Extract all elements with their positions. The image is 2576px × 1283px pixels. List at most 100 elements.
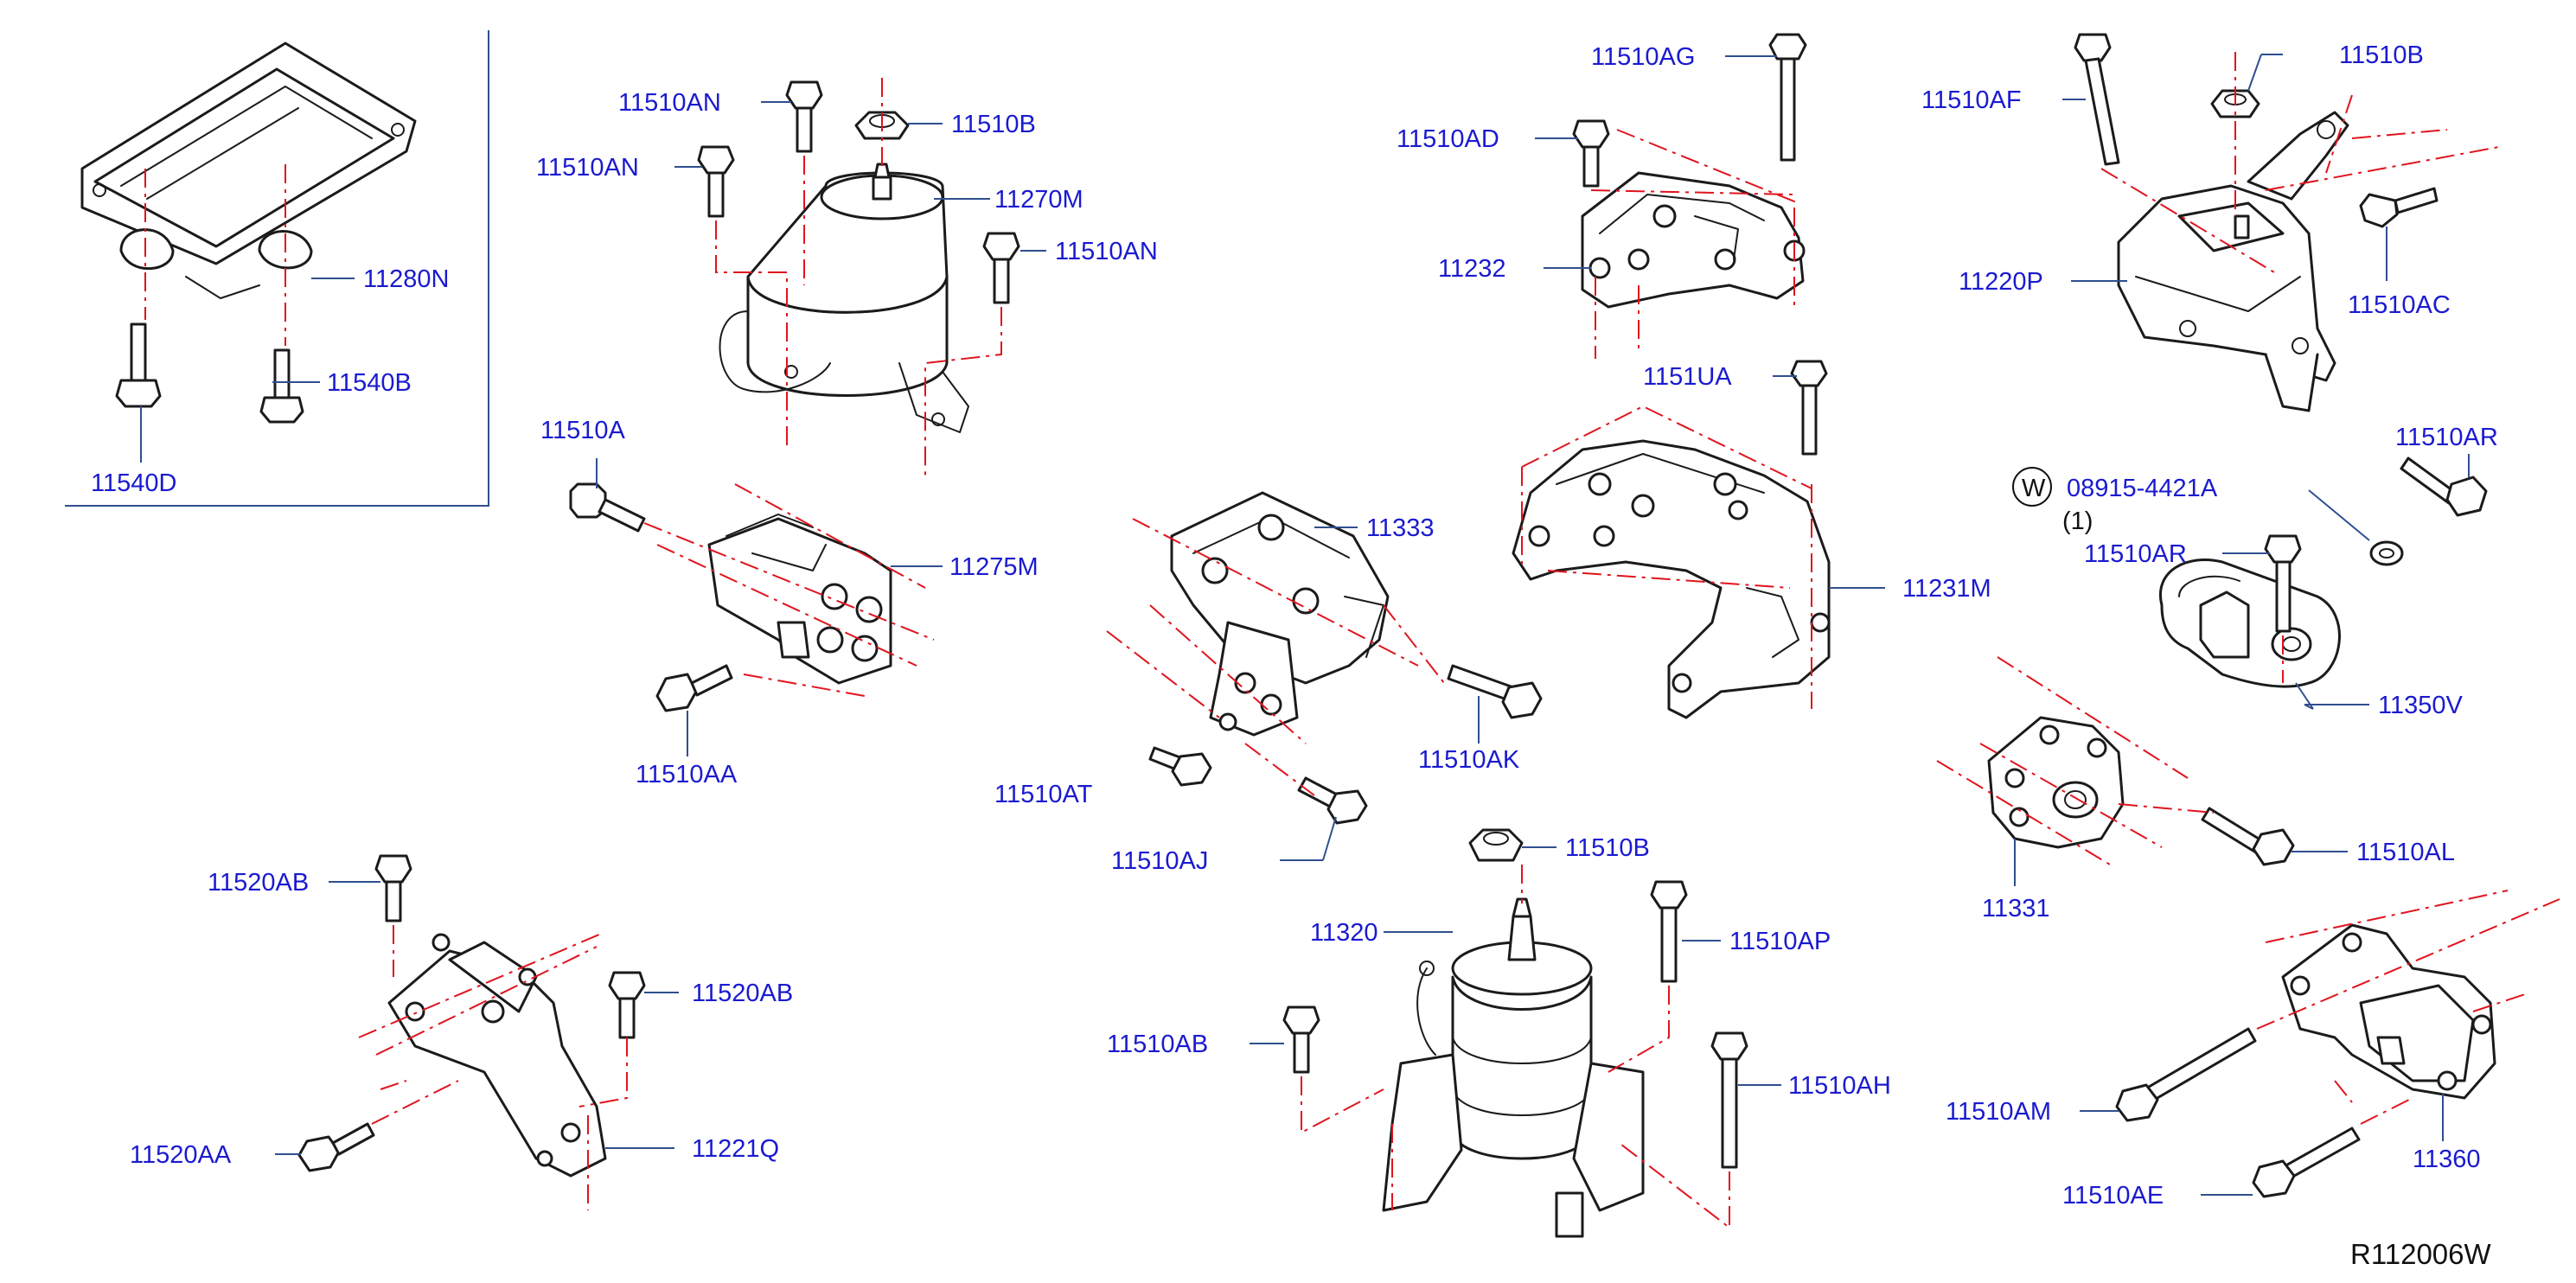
part-label-11510AC: 11510AC [2348, 291, 2451, 319]
part-label-11510A: 11510A [540, 417, 625, 444]
bracket-11232-illustration [1581, 171, 1806, 309]
bolt-11510AG-illustration [1768, 33, 1807, 162]
centerline [643, 522, 935, 641]
centerline [1608, 986, 1670, 1073]
bracket-11231M-illustration [1512, 439, 1831, 719]
centerline [380, 1080, 407, 1090]
bolt-11510A-illustration [569, 482, 646, 533]
centerline [1244, 743, 1315, 796]
part-label-11510AN: 11510AN [618, 89, 721, 117]
part-label-11520AB: 11520AB [208, 869, 309, 897]
part-label-11280N: 11280N [363, 265, 449, 293]
centerline [1301, 1076, 1384, 1134]
inset-frame [65, 30, 489, 507]
part-label-11540D: 11540D [91, 469, 176, 497]
part-label-11520AA: 11520AA [130, 1141, 232, 1169]
centerline [1149, 604, 1307, 744]
insulator-11320-illustration [1382, 897, 1645, 1238]
insulator-11360-illustration [2281, 923, 2496, 1100]
bolt-11510AE-illustration [2252, 1127, 2361, 1198]
centerline [371, 1080, 459, 1125]
bolt-11510AP-illustration [1650, 880, 1688, 983]
bolt-11510AN-illustration [982, 232, 1020, 304]
part-label-11510AN: 11510AN [536, 154, 639, 182]
bolt-11510AC-illustration [2359, 187, 2439, 228]
part-label-11510AR: 11510AR [2084, 540, 2187, 568]
centerline [924, 307, 1002, 476]
bolt-11510AJ-illustration [1297, 776, 1368, 825]
insulator-11280N-illustration [80, 41, 417, 299]
part-label-11510AL: 11510AL [2356, 839, 2455, 866]
bolt-11540D-illustration [115, 322, 162, 408]
part-label-11510AP: 11510AP [1729, 928, 1831, 955]
part-label-11510B: 11510B [1565, 834, 1650, 862]
bolt-11510AL-illustration [2201, 807, 2295, 866]
centerline [2472, 993, 2526, 1012]
insulator-11220P-illustration [2117, 111, 2349, 412]
bolt-11510AB-illustration [1282, 1005, 1320, 1074]
leader-lines [140, 54, 2470, 1196]
bolt-11510AF-illustration [2074, 33, 2120, 166]
part-label-11270M: 11270M [994, 186, 1083, 214]
part-label-11510AH: 11510AH [1788, 1072, 1891, 1100]
bolt-11520AB-illustration [374, 854, 412, 922]
part-label-11221Q: 11221Q [692, 1135, 779, 1163]
bolt-11510AH-illustration [1710, 1031, 1748, 1169]
nut-11510B-illustration [1468, 828, 1524, 862]
part-label-08915-4421A: 08915-4421A [2067, 475, 2218, 502]
bolt-11520AA-illustration [297, 1122, 375, 1172]
part-label-11510B: 11510B [951, 111, 1036, 138]
centerline [2334, 1080, 2353, 1103]
bracket-11333-illustration [1170, 491, 1390, 737]
centerline [1979, 743, 2163, 848]
centerline [1997, 656, 2189, 779]
bolt-11510AA-illustration [655, 664, 733, 712]
centerline [2351, 129, 2448, 139]
part-label-11510AD: 11510AD [1397, 125, 1499, 153]
centerline [743, 673, 866, 697]
bolt-11510AD-illustration [1572, 119, 1610, 188]
insulator-11350V-illustration [2159, 558, 2341, 688]
part-label-11510AN: 11510AN [1055, 238, 1158, 265]
part-label-11510AE: 11510AE [2062, 1182, 2164, 1210]
washer-symbol: W [2022, 475, 2046, 502]
part-label-11360: 11360 [2413, 1146, 2481, 1173]
centerline [1616, 1140, 1730, 1230]
centerline [1132, 518, 1419, 667]
part-label-11510AJ: 11510AJ [1111, 847, 1208, 875]
bracket-11331-illustration [1987, 716, 2125, 849]
bolt-11510AM-illustration [2115, 1027, 2257, 1122]
diagram-reference-code: R112006W [2350, 1238, 2492, 1270]
centerline [656, 544, 917, 667]
part-label-11333: 11333 [1366, 514, 1435, 542]
part-label-11220P: 11220P [1959, 268, 2043, 296]
bolt-11510AR-illustration [2264, 534, 2302, 633]
centerline [578, 1037, 628, 1107]
centerline [2325, 94, 2353, 174]
part-label-11232: 11232 [1438, 255, 1506, 283]
part-label-11510AM: 11510AM [1946, 1098, 2051, 1126]
part-label-1151UA: 1151UA [1643, 363, 1732, 391]
bracket-11275M-illustration [707, 514, 892, 685]
insulator-11270M-illustration [719, 163, 969, 433]
centerline [2360, 1097, 2413, 1125]
centerline [1106, 630, 1220, 718]
part-label-11510AG: 11510AG [1591, 43, 1695, 71]
washer-quantity: (1) [2062, 507, 2093, 535]
part-label-11520AB: 11520AB [692, 980, 793, 1007]
bolt-11510AR-illustration [2400, 456, 2488, 517]
part-label-11510AA: 11510AA [636, 761, 738, 788]
bolt-11510AK-illustration [1447, 664, 1543, 719]
bolt-1151UA-illustration [1790, 360, 1828, 456]
part-label-11510AK: 11510AK [1418, 746, 1520, 774]
part-label-11510AR: 11510AR [2395, 424, 2498, 451]
centerline [358, 933, 602, 1038]
part-label-11331: 11331 [1982, 895, 2050, 922]
part-label-11510B: 11510B [2339, 41, 2424, 69]
part-label-11510AT: 11510AT [994, 781, 1093, 808]
bolt-11540B-illustration [259, 348, 304, 424]
part-label-11275M: 11275M [949, 553, 1039, 581]
washer-note: W 08915-4421A (1) [2012, 467, 2218, 535]
bolt-11520AB-illustration [608, 971, 646, 1039]
